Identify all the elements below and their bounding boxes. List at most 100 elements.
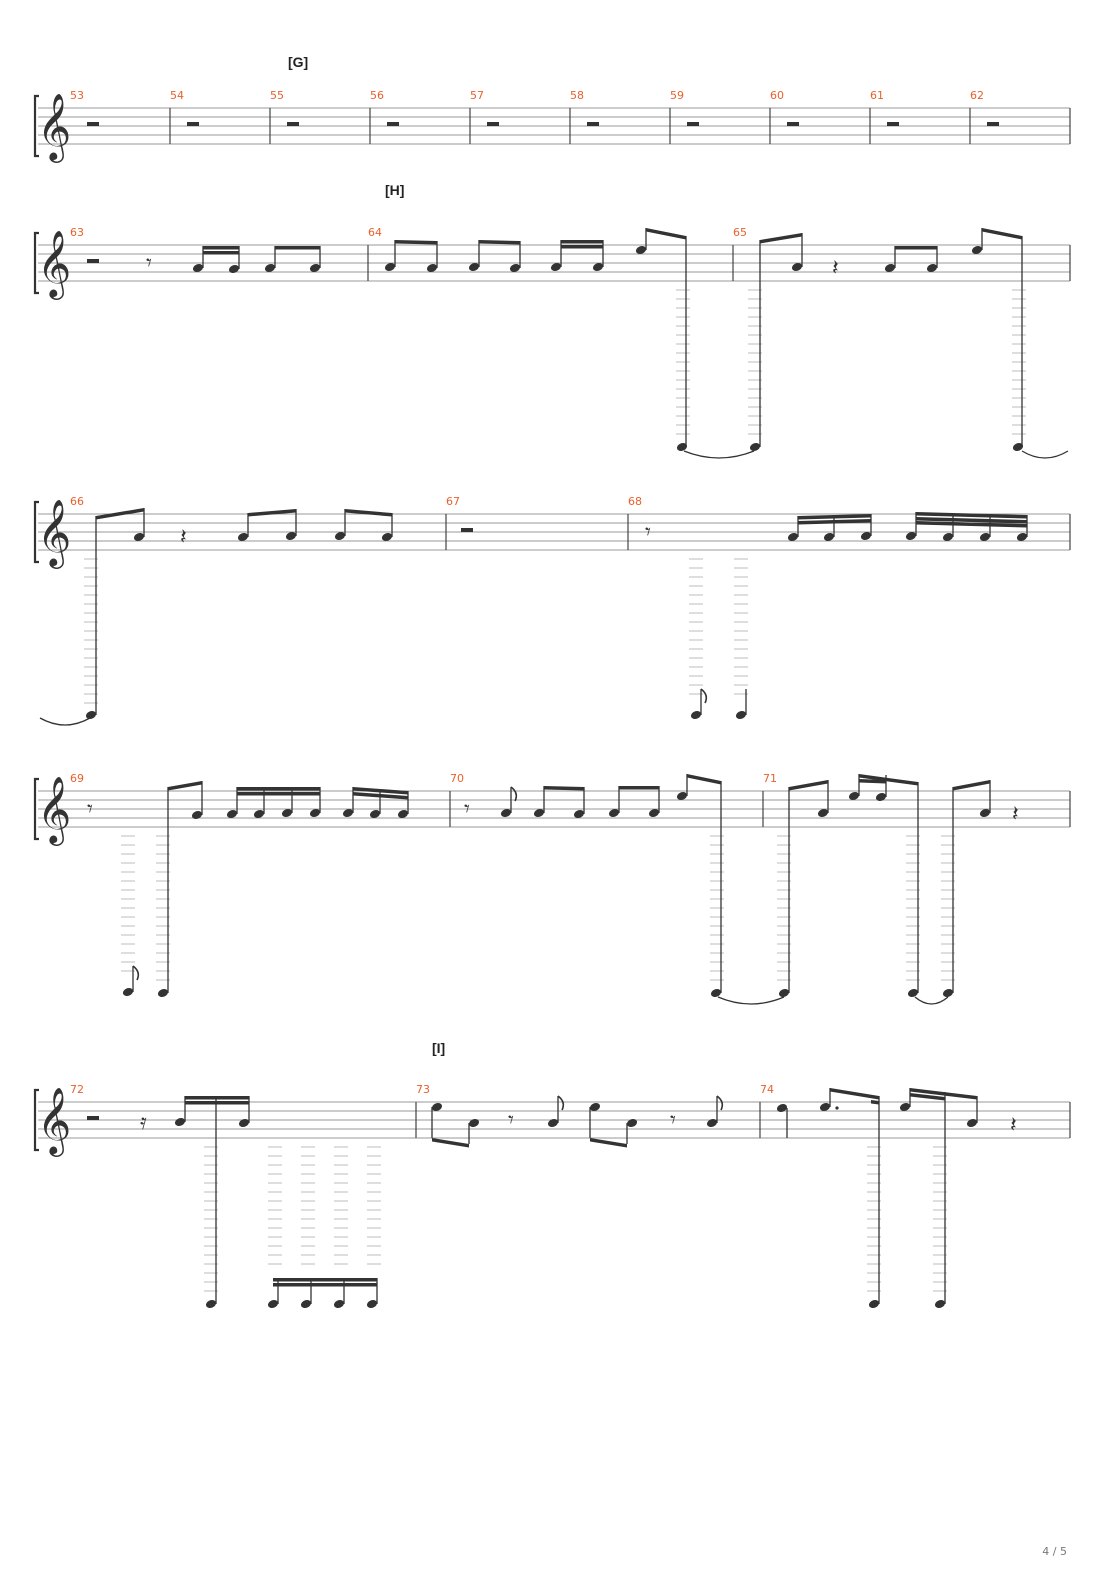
beam bbox=[916, 512, 1027, 519]
beam bbox=[561, 240, 603, 244]
note-head bbox=[381, 532, 393, 542]
note-head bbox=[823, 532, 835, 542]
note-head bbox=[676, 442, 688, 452]
beam bbox=[273, 1283, 377, 1287]
note-head bbox=[979, 808, 991, 818]
note-head bbox=[192, 263, 204, 273]
eighth-rest: 𝄾 bbox=[146, 251, 152, 276]
note-head bbox=[157, 988, 169, 998]
note-head bbox=[971, 245, 983, 255]
beam bbox=[760, 233, 802, 244]
system-bracket bbox=[33, 94, 39, 158]
note-head bbox=[966, 1118, 978, 1128]
note-head bbox=[884, 263, 896, 273]
eighth-rest: 𝄾 bbox=[87, 797, 93, 822]
note-head bbox=[366, 1299, 378, 1309]
note-head bbox=[1012, 442, 1024, 452]
dot bbox=[835, 1106, 839, 1110]
treble-clef-icon: 𝄞 bbox=[37, 498, 71, 569]
note-head bbox=[979, 532, 991, 542]
beam bbox=[237, 792, 320, 796]
note-head bbox=[905, 531, 917, 541]
whole-rest bbox=[887, 122, 899, 126]
note-head bbox=[899, 1102, 911, 1112]
whole-rest bbox=[87, 259, 99, 263]
measure-number: 54 bbox=[170, 89, 184, 102]
whole-rest bbox=[87, 1116, 99, 1120]
note-head bbox=[237, 532, 249, 542]
measure-number: 64 bbox=[368, 226, 382, 239]
note-head bbox=[226, 809, 238, 819]
note-head bbox=[285, 531, 297, 541]
beam bbox=[871, 1100, 879, 1105]
beam bbox=[248, 509, 296, 517]
quarter-rest: 𝄽 bbox=[832, 256, 839, 281]
note-head bbox=[676, 791, 688, 801]
tie bbox=[717, 996, 785, 1005]
beam bbox=[798, 519, 871, 525]
whole-rest bbox=[587, 122, 599, 126]
whole-rest bbox=[461, 528, 473, 532]
note-head bbox=[776, 1103, 788, 1113]
beam bbox=[353, 792, 408, 800]
note-head bbox=[926, 263, 938, 273]
whole-rest bbox=[787, 122, 799, 126]
note-flag bbox=[716, 1095, 724, 1111]
note-head bbox=[191, 810, 203, 820]
note-head bbox=[309, 263, 321, 273]
treble-clef-icon: 𝄞 bbox=[37, 92, 71, 163]
beam bbox=[687, 774, 721, 785]
note-head bbox=[690, 710, 702, 720]
note-head bbox=[509, 263, 521, 273]
note-head bbox=[860, 531, 872, 541]
quarter-rest: 𝄽 bbox=[1012, 802, 1019, 827]
note-head bbox=[309, 808, 321, 818]
staff-system: 𝄞 bbox=[33, 92, 1071, 163]
note-head bbox=[333, 1299, 345, 1309]
beam bbox=[185, 1101, 249, 1105]
eighth-rest: 𝄾 bbox=[645, 520, 651, 545]
note-head bbox=[342, 808, 354, 818]
beam bbox=[590, 1138, 627, 1148]
note-head bbox=[300, 1299, 312, 1309]
note-head bbox=[942, 532, 954, 542]
staff-system: 𝄞 bbox=[33, 775, 1071, 846]
note-head bbox=[787, 532, 799, 542]
beam bbox=[910, 1088, 977, 1100]
beam bbox=[789, 780, 828, 791]
note-head bbox=[133, 532, 145, 542]
beam bbox=[395, 240, 437, 245]
staff-system: 𝄞 bbox=[33, 229, 1071, 300]
beam bbox=[237, 787, 320, 791]
note-head bbox=[384, 262, 396, 272]
whole-rest bbox=[287, 122, 299, 126]
beam bbox=[982, 228, 1022, 240]
rehearsal-mark: [I] bbox=[432, 1040, 445, 1056]
measure-number: 69 bbox=[70, 772, 84, 785]
note-head bbox=[819, 1102, 831, 1112]
measure-number: 59 bbox=[670, 89, 684, 102]
note-head bbox=[817, 808, 829, 818]
measure-number: 68 bbox=[628, 495, 642, 508]
beam bbox=[916, 517, 1027, 524]
beam bbox=[798, 514, 871, 520]
note-head bbox=[942, 988, 954, 998]
beam bbox=[619, 786, 659, 790]
note-flag bbox=[132, 965, 140, 981]
note-head bbox=[122, 987, 134, 997]
beam bbox=[203, 246, 239, 250]
note-head bbox=[238, 1118, 250, 1128]
note-head bbox=[1016, 532, 1028, 542]
note-head bbox=[907, 988, 919, 998]
note-head bbox=[875, 792, 887, 802]
treble-clef-icon: 𝄞 bbox=[37, 775, 71, 846]
measure-number: 56 bbox=[370, 89, 384, 102]
beam bbox=[953, 780, 990, 791]
measure-number: 65 bbox=[733, 226, 747, 239]
note-head bbox=[426, 263, 438, 273]
whole-rest bbox=[687, 122, 699, 126]
beam bbox=[345, 509, 392, 517]
note-head bbox=[706, 1118, 718, 1128]
tie bbox=[683, 450, 755, 459]
note-head bbox=[592, 262, 604, 272]
